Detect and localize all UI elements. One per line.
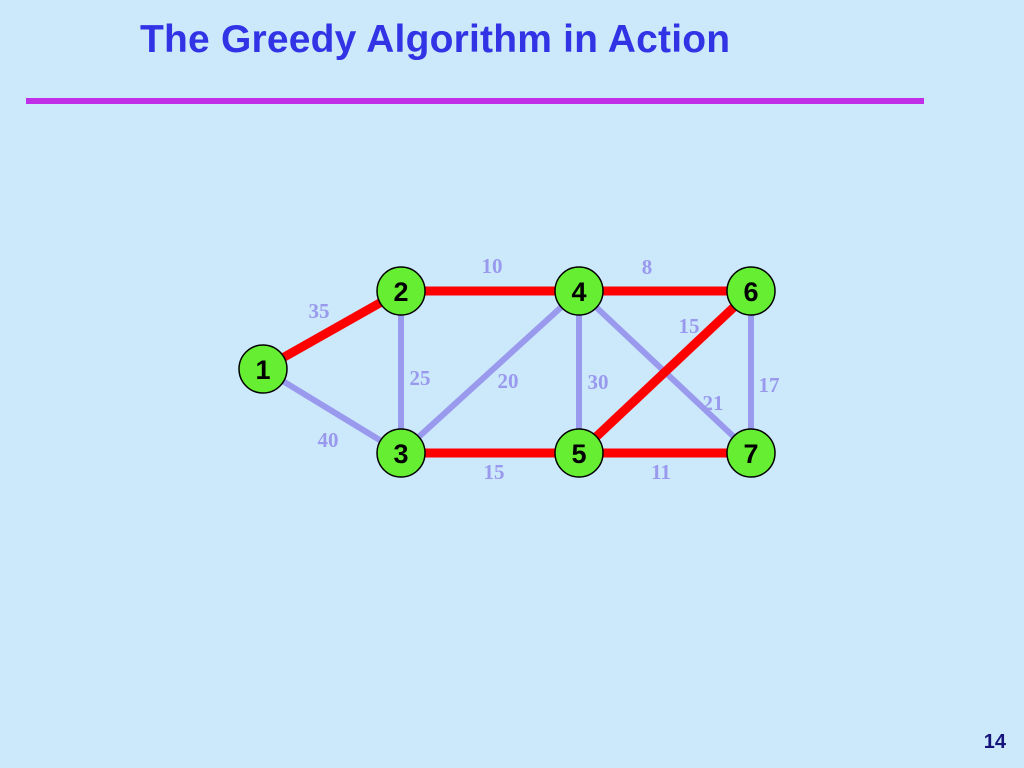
node-circle-6 bbox=[726, 266, 776, 316]
edges-layer bbox=[260, 286, 755, 458]
page-number: 14 bbox=[983, 731, 1006, 753]
edge-weight-3-5: 15 bbox=[484, 460, 505, 484]
slide-title: The Greedy Algorithm in Action bbox=[140, 18, 731, 61]
node-label-4: 4 bbox=[571, 277, 586, 307]
node-circle-3 bbox=[376, 428, 426, 478]
nodes-layer: 1 2 3 4 5 6 7 bbox=[238, 266, 776, 478]
node-circle-5 bbox=[554, 428, 604, 478]
node-circle-4 bbox=[554, 266, 604, 316]
edge-weight-5-6: 15 bbox=[679, 314, 700, 338]
node-4: 4 bbox=[554, 266, 604, 316]
edge-weight-1-2: 35 bbox=[309, 299, 330, 323]
edge-weight-4-6: 8 bbox=[642, 255, 653, 279]
node-circle-7 bbox=[726, 428, 776, 478]
title-divider bbox=[26, 98, 924, 104]
edge-weight-2-4: 10 bbox=[482, 254, 503, 278]
edge-5-6-selected bbox=[575, 287, 755, 457]
edge-weight-2-3: 25 bbox=[410, 366, 431, 390]
edge-weight-4-7: 21 bbox=[703, 391, 724, 415]
node-7: 7 bbox=[726, 428, 776, 478]
node-2: 2 bbox=[376, 266, 426, 316]
node-3: 3 bbox=[376, 428, 426, 478]
edge-weight-1-3: 40 bbox=[318, 428, 339, 452]
node-5: 5 bbox=[554, 428, 604, 478]
edge-weight-3-4: 20 bbox=[498, 369, 519, 393]
node-6: 6 bbox=[726, 266, 776, 316]
edge-3-4 bbox=[398, 288, 582, 456]
edge-weight-4-5: 30 bbox=[588, 370, 609, 394]
node-1: 1 bbox=[238, 344, 288, 394]
node-label-6: 6 bbox=[743, 277, 758, 307]
node-label-5: 5 bbox=[571, 439, 586, 469]
node-label-1: 1 bbox=[255, 355, 270, 385]
node-circle-1 bbox=[238, 344, 288, 394]
node-label-3: 3 bbox=[393, 439, 408, 469]
node-label-2: 2 bbox=[393, 277, 408, 307]
node-label-7: 7 bbox=[743, 439, 758, 469]
edge-1-3 bbox=[261, 366, 403, 456]
node-circle-2 bbox=[376, 266, 426, 316]
edge-weight-5-7: 11 bbox=[651, 460, 671, 484]
edge-1-2-selected bbox=[260, 287, 404, 373]
edge-weight-6-7: 17 bbox=[759, 373, 780, 397]
